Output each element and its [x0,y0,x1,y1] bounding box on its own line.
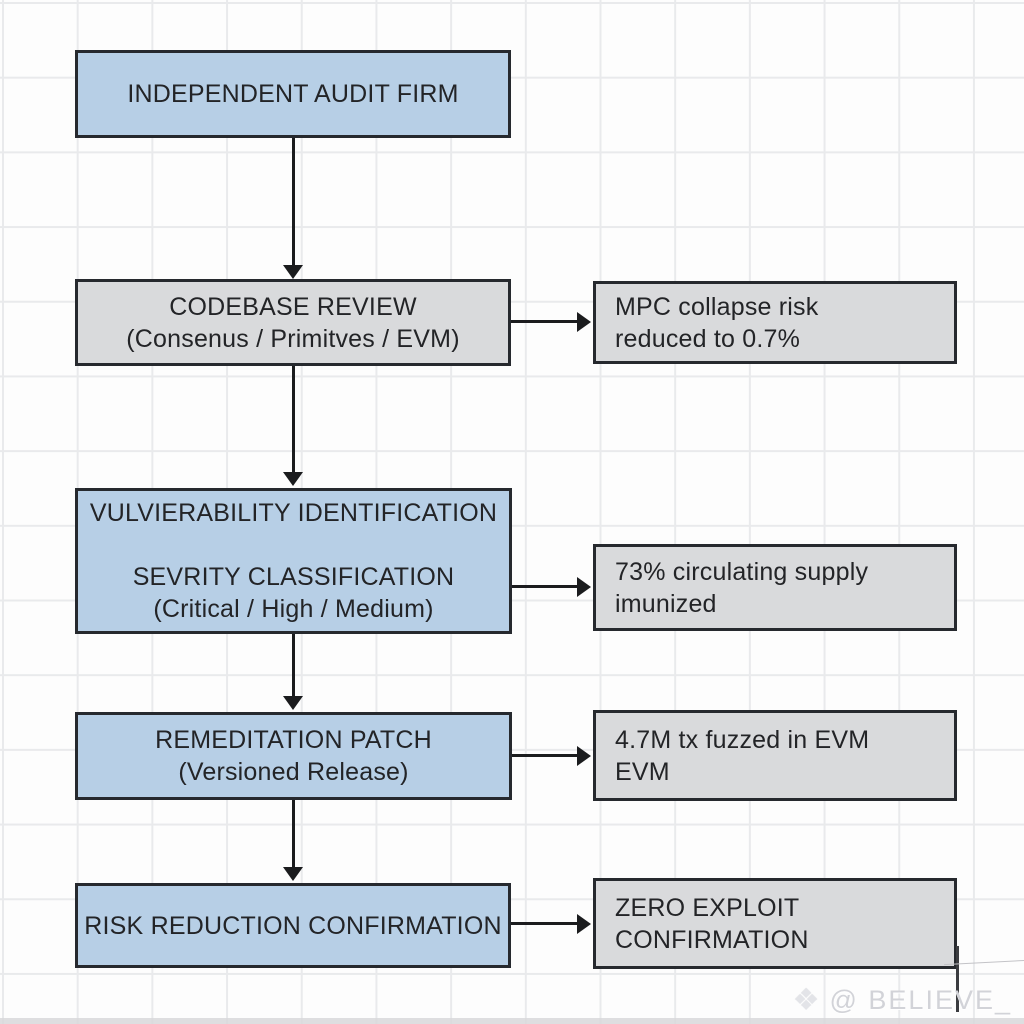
connector-shaft [511,320,578,323]
node-codebase-review: CODEBASE REVIEW (Consenus / Primitves / … [75,279,511,366]
connector-shaft [292,138,295,266]
node-label: CODEBASE REVIEW [169,292,417,321]
bottom-edge-strip [0,1018,1024,1024]
node-zero-exploit-confirmation: ZERO EXPLOIT CONFIRMATION [593,878,957,969]
node-label-2: CONFIRMATION [615,925,809,954]
arrow-down-icon [283,472,303,486]
node-independent-audit-firm: INDEPENDENT AUDIT FIRM [75,50,511,138]
node-tx-fuzzed-evm: 4.7M tx fuzzed in EVM EVM [593,710,957,801]
connector-shaft [292,800,295,868]
arrow-right-icon [577,746,591,766]
watermark: ❖ @ BELIEVE_ [793,983,1012,1018]
node-mpc-collapse-risk: MPC collapse risk reduced to 0.7% [593,281,957,364]
connector-shaft [292,366,295,473]
node-label-2: imunized [615,589,717,618]
node-label: INDEPENDENT AUDIT FIRM [127,80,459,108]
connector-shaft [512,754,578,757]
node-sublabel: (Consenus / Primitves / EVM) [126,324,460,353]
node-label: RISK REDUCTION CONFIRMATION [84,911,502,940]
artifact-line [956,946,959,1012]
connector-shaft [511,922,578,925]
connector-shaft [512,585,578,588]
node-sublabel: (Critical / High / Medium) [153,595,434,623]
node-label: 73% circulating supply [615,557,869,586]
node-label-2: reduced to 0.7% [615,324,801,353]
node-risk-reduction-confirmation: RISK REDUCTION CONFIRMATION [75,883,511,968]
arrow-down-icon [283,696,303,710]
arrow-right-icon [577,914,591,934]
node-label: REMEDITATION PATCH [155,726,432,754]
arrow-right-icon [577,312,591,332]
node-label-2: EVM [615,757,670,786]
node-circulating-supply-immunized: 73% circulating supply imunized [593,544,957,631]
watermark-text: @ BELIEVE_ [829,985,1012,1015]
connector-shaft [292,634,295,697]
node-sublabel: (Versioned Release) [178,758,409,786]
node-label: ZERO EXPLOIT [615,893,800,922]
node-label-2: SEVRITY CLASSIFICATION [132,563,455,591]
diamond-logo-icon: ❖ [792,984,820,1017]
arrow-down-icon [283,265,303,279]
node-label: MPC collapse risk [615,292,819,321]
arrow-right-icon [577,577,591,597]
node-vulnerability-identification: VULVIERABILITY IDENTIFICATION SEVRITY CL… [75,488,512,634]
node-label: VULVIERABILITY IDENTIFICATION [89,499,498,527]
node-remediation-patch: REMEDITATION PATCH (Versioned Release) [75,712,512,800]
node-label: 4.7M tx fuzzed in EVM [615,725,870,754]
arrow-down-icon [283,867,303,881]
